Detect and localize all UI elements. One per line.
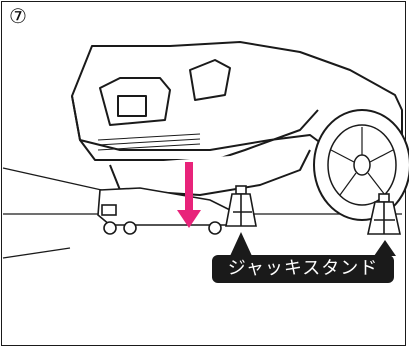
callout-pointers (230, 232, 396, 256)
lowering-arrow (177, 162, 201, 228)
jack-stand-right (367, 193, 401, 235)
step-number: ⑦ (9, 4, 27, 28)
rear-wheel (313, 109, 409, 221)
jack-stand-left (225, 185, 257, 227)
jack-stand-callout: ジャッキスタンド (212, 255, 394, 283)
floor-jack (97, 187, 231, 235)
car-body (71, 41, 403, 196)
